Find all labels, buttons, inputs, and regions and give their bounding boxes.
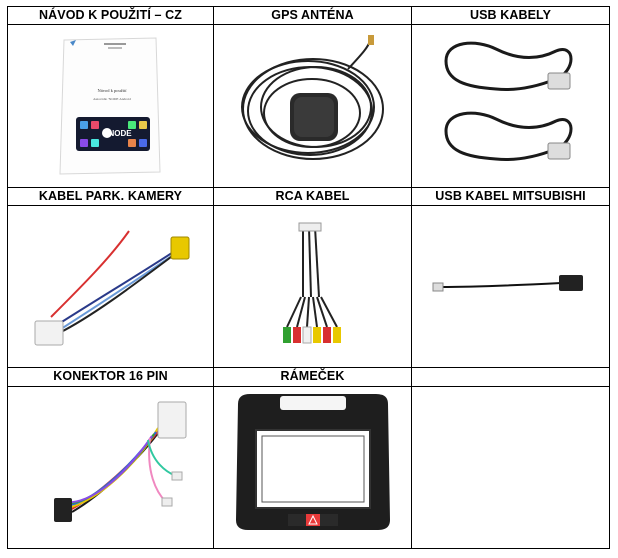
frame-image xyxy=(235,393,390,530)
brand-logo-icon xyxy=(69,40,76,46)
image-row-2 xyxy=(7,204,610,369)
gps-antenna-image xyxy=(240,35,384,160)
header-gps-antenna: GPS ANTÉNA xyxy=(213,5,412,26)
image-row-3 xyxy=(7,385,610,550)
black-plug xyxy=(53,498,72,523)
header-usb-mitsubishi: USB KABEL MITSUBISHI xyxy=(411,186,610,207)
accessories-table: NÁVOD K POUŽITÍ – CZ GPS ANTÉNA USB KABE… xyxy=(7,5,610,550)
connector-16pin-image xyxy=(53,401,186,523)
white-connector xyxy=(34,320,63,346)
usb-cables-image xyxy=(443,41,572,161)
connector-16pin-cell xyxy=(7,385,214,550)
header-camera-cable: KABEL PARK. KAMERY xyxy=(7,186,214,207)
usb-mitsubishi-cell xyxy=(411,204,610,369)
manual-cell: Návod k použití Autorádio 'NODE Android … xyxy=(7,24,214,188)
header-row-1: NÁVOD K POUŽITÍ – CZ GPS ANTÉNA USB KABE… xyxy=(7,5,610,26)
header-row-3: KONEKTOR 16 PIN RÁMEČEK xyxy=(7,367,610,387)
header-connector-16pin: KONEKTOR 16 PIN xyxy=(7,367,214,387)
header-frame: RÁMEČEK xyxy=(213,367,412,387)
manual-image: Návod k použití Autorádio 'NODE Android … xyxy=(58,37,161,175)
header-row-2: KABEL PARK. KAMERY RCA KABEL USB KABEL M… xyxy=(7,186,610,207)
yellow-rca-plug xyxy=(170,236,189,260)
rca-cable-image xyxy=(282,222,341,344)
header-manual: NÁVOD K POUŽITÍ – CZ xyxy=(7,5,214,26)
manual-subtitle: Autorádio 'NODE Android xyxy=(93,97,131,101)
header-rca-cable: RCA KABEL xyxy=(213,186,412,207)
manual-title: Návod k použití xyxy=(97,88,127,93)
usb-mitsubishi-image xyxy=(432,274,583,292)
sma-connector-icon xyxy=(367,35,374,45)
empty-cell xyxy=(411,385,610,550)
header-empty xyxy=(411,367,610,387)
image-row-1: Návod k použití Autorádio 'NODE Android … xyxy=(7,24,610,188)
rca-cable-cell xyxy=(213,204,412,369)
white-plug xyxy=(157,401,186,439)
gps-antenna-cell xyxy=(213,24,412,188)
usb-cables-cell xyxy=(411,24,610,188)
header-usb-cables: USB KABELY xyxy=(411,5,610,26)
camera-cable-cell xyxy=(7,204,214,369)
manual-logo: NODE xyxy=(108,129,132,138)
camera-cable-image xyxy=(34,230,189,346)
frame-cell xyxy=(213,385,412,550)
